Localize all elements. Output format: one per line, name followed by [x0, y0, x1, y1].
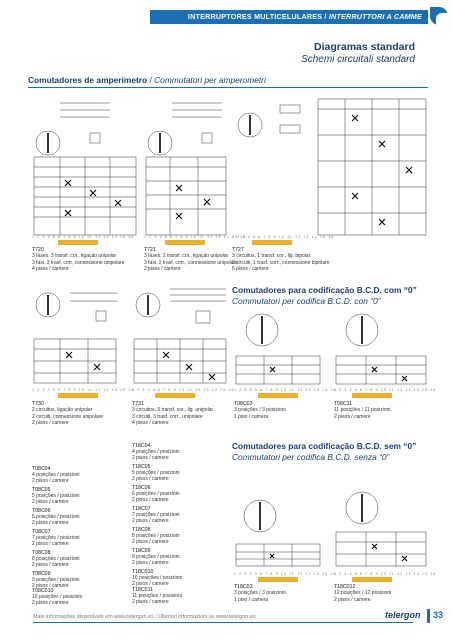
section-bcd-no0-title: Comutadores para codificação B.C.D. sem …: [232, 441, 417, 451]
header-logo-icon: [430, 7, 448, 25]
position-numbers: 1 2 3 4 5 6 7 8 9 10 11 12 13 14 15 16: [334, 388, 437, 392]
page-title: Diagramas standard: [314, 41, 415, 53]
header-title: INTERRUPTORES MULTICELULARES / INTERRUTT…: [187, 12, 422, 21]
card-t720: T720 3 fases, 3 transf. cor., ligação un…: [32, 247, 125, 273]
position-highlight-bar: [155, 393, 195, 398]
diagram-t730: [30, 285, 120, 385]
section-bcd-no0-subtitle: Commutatori per codifica B.C.D. senza “0…: [232, 452, 390, 462]
header-bar: INTERRUPTORES MULTICELULARES / INTERRUTT…: [150, 10, 428, 24]
page-marker: [427, 609, 430, 623]
section-bcd0-title: Comutadores para codificação B.C.D. com …: [232, 285, 417, 295]
section-separator: [28, 87, 428, 88]
page-number: 33: [433, 610, 444, 620]
page-header: INTERRUPTORES MULTICELULARES / INTERRUTT…: [0, 0, 453, 25]
diagram-bcd-no0: [232, 486, 428, 568]
diagram-t727: [232, 95, 428, 237]
position-highlight-bar: [258, 393, 298, 398]
position-highlight-bar: [58, 393, 98, 398]
position-numbers: 1 2 3 4 5 6 7 8 9 10 11 12 13 14 15 16: [32, 388, 135, 392]
position-numbers: 1 2 3 4 5 6 7 8 9 10 11 12 13 14 15 16: [234, 388, 337, 392]
diagram-t720: [30, 95, 140, 237]
position-numbers: 1 2 3 4 5 6 7 8 9 10 11 12 13 14 15 16: [132, 388, 235, 392]
position-highlight-bar: [165, 240, 205, 245]
diagram-bcd0: [232, 308, 428, 386]
position-highlight-bar: [352, 393, 392, 398]
position-numbers: 1 2 3 4 5 6 7 8 9 10 11 12 13 14 15 16: [144, 235, 247, 239]
footer-line: [33, 622, 413, 623]
position-highlight-bar: [58, 240, 98, 245]
section-bcd0-subtitle: Commutatori per codifica B.C.D. con “0”: [232, 296, 381, 306]
card-t721: T721 3 fases, 2 transf. cor., ligação un…: [144, 247, 238, 273]
diagram-t721: [142, 95, 230, 237]
brand-logo: telergon: [385, 610, 421, 620]
position-highlight-bar: [252, 240, 292, 245]
diagram-t731: [130, 285, 230, 385]
position-highlight-bar: [352, 577, 392, 582]
position-numbers: 1 2 3 4 5 6 7 8 9 10 11 12 13 14 15 16: [232, 235, 335, 239]
position-highlight-bar: [258, 577, 298, 582]
position-numbers: 1 2 3 4 5 6 7 8 9 10 11 12 13 14 15 16: [334, 572, 437, 576]
page-subtitle: Schemi circuitali standard: [301, 54, 415, 65]
position-numbers: 1 2 3 4 5 6 7 8 9 10 11 12 13 14 15 16: [234, 572, 337, 576]
section-ammeter-title: Comutadores de amperímetro / Commutatori…: [28, 75, 266, 85]
card-t731: T731 3 circuitos, 3 transf. cor., lig. u…: [132, 401, 214, 427]
position-numbers: 1 2 3 4 5 6 7 8 9 10 11 12 13 14 15 16: [32, 235, 135, 239]
card-t727: T727 3 circuitos, 1 transf. cor., lig. b…: [232, 247, 330, 273]
footer-text: Mais informações disponíveis em www.tele…: [33, 614, 256, 620]
